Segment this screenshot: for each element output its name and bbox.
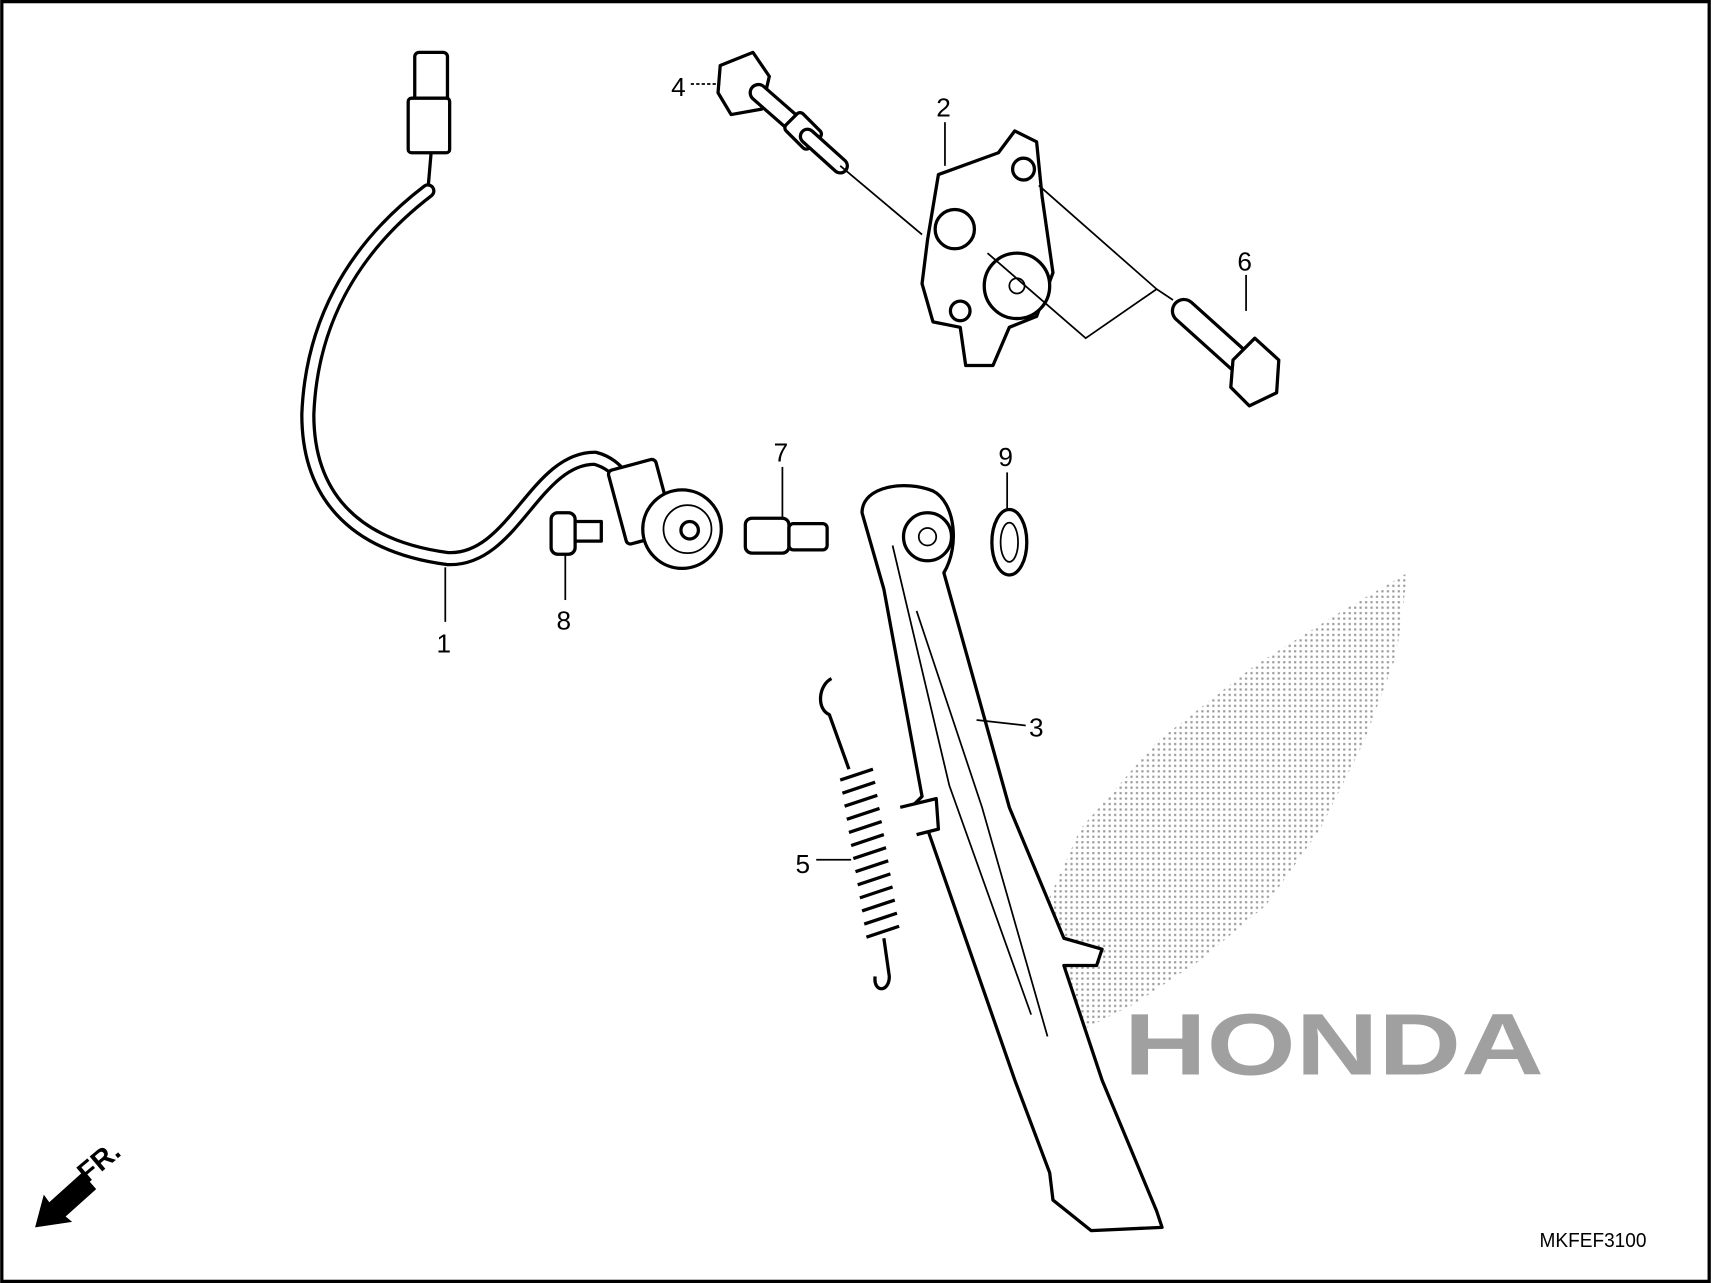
callout-1[interactable]: 1 xyxy=(437,567,452,658)
screw-part[interactable] xyxy=(549,511,603,556)
honda-watermark-text: HONDA xyxy=(1124,997,1544,1094)
flange-bolt-part[interactable] xyxy=(1170,297,1281,408)
callout-label: 6 xyxy=(1237,247,1252,277)
arrow-left-down-icon xyxy=(35,1172,97,1228)
callout-label: 2 xyxy=(936,93,951,123)
nut-part[interactable] xyxy=(990,507,1029,577)
front-direction-indicator: FR. xyxy=(35,1135,127,1228)
callout-label: 3 xyxy=(1029,712,1044,742)
side-stand-part[interactable] xyxy=(860,484,1164,1233)
callout-6[interactable]: 6 xyxy=(1237,247,1252,311)
callout-label: 8 xyxy=(557,605,572,635)
callout-2[interactable]: 2 xyxy=(936,93,951,166)
callout-label: 7 xyxy=(774,437,789,467)
callout-label: 5 xyxy=(795,849,810,879)
callout-3[interactable]: 3 xyxy=(976,712,1044,742)
spring-part[interactable] xyxy=(818,677,900,991)
callout-label: 4 xyxy=(671,72,686,102)
bracket-part[interactable] xyxy=(920,129,1174,368)
callout-7[interactable]: 7 xyxy=(774,437,789,519)
pin-part[interactable] xyxy=(743,516,829,555)
callout-9[interactable]: 9 xyxy=(998,442,1013,510)
callout-label: 1 xyxy=(437,628,452,658)
honda-wing-logo xyxy=(1014,572,1408,1059)
callout-4[interactable]: 4 xyxy=(671,72,721,102)
callout-8[interactable]: 8 xyxy=(557,554,572,635)
diagram-code: MKFEF3100 xyxy=(1540,1229,1647,1252)
pivot-bolt-part[interactable] xyxy=(716,50,923,236)
switch-cable-part[interactable] xyxy=(300,50,723,571)
callout-5[interactable]: 5 xyxy=(795,849,852,879)
callout-label: 9 xyxy=(998,442,1013,472)
